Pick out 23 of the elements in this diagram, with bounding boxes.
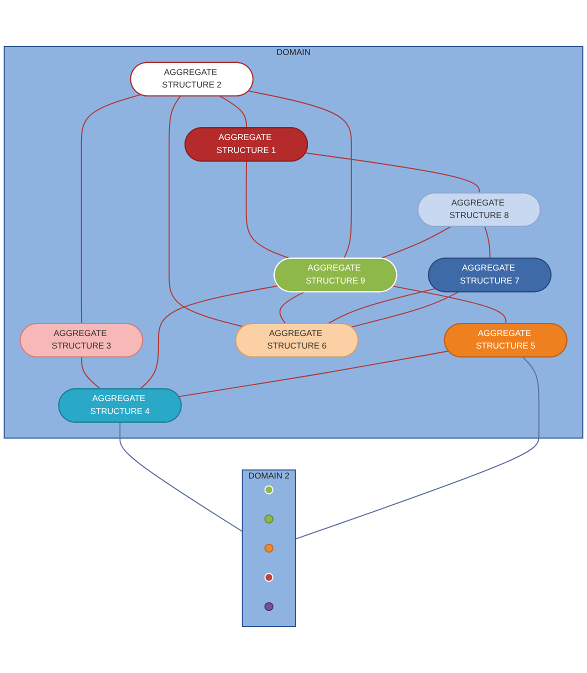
connector (246, 161, 290, 260)
cluster: DOMAIN 2 (242, 469, 296, 628)
connector (220, 96, 248, 128)
node-circle (264, 602, 274, 612)
connector (351, 291, 459, 328)
connector (81, 357, 101, 390)
connector (119, 422, 243, 532)
connector (178, 350, 449, 398)
connector (305, 152, 480, 194)
connector (328, 288, 436, 324)
node-circle (264, 514, 274, 524)
connector (279, 291, 305, 324)
connector (295, 356, 540, 540)
connector (484, 226, 490, 258)
connector (380, 226, 451, 259)
connector (392, 286, 506, 324)
node-circle (264, 572, 274, 582)
connector (168, 96, 244, 328)
node-circle (264, 485, 274, 494)
connector (80, 94, 141, 324)
connector (248, 90, 352, 259)
node-circle (264, 544, 274, 553)
connector (140, 285, 278, 390)
